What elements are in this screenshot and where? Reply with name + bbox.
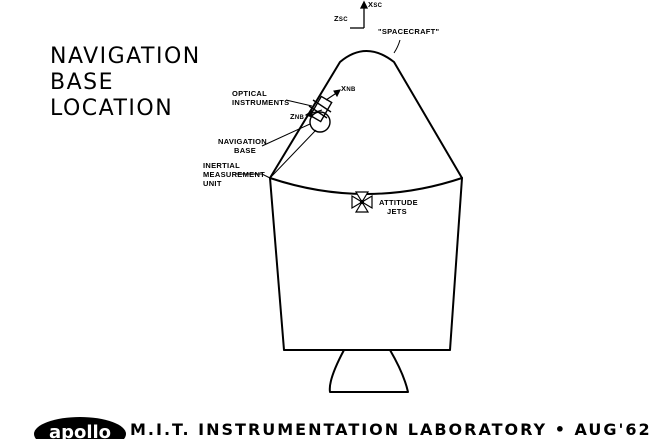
z-nb-arrow: [304, 109, 323, 118]
engine-bell: [328, 349, 409, 393]
command-module-outline: [269, 50, 463, 179]
spacecraft-drawing: [235, 0, 463, 393]
x-nb-label: Xnb: [341, 84, 356, 93]
spacecraft-axes: [350, 0, 369, 29]
spacecraft-label: "SPACECRAFT": [378, 27, 440, 36]
svg-text:apollo: apollo: [49, 422, 111, 439]
attitude-jets: [351, 191, 373, 213]
z-nb-label: Znb: [290, 112, 305, 121]
title-line-3: LOCATION: [50, 96, 174, 121]
z-sc-label: ZSC: [334, 14, 348, 23]
title-line-2: BASE: [50, 70, 115, 95]
x-sc-label: XSC: [368, 0, 383, 9]
apollo-logo: apollo: [34, 417, 126, 439]
title-line-1: NAVIGATION: [50, 44, 201, 69]
navigation-base: [309, 111, 331, 133]
lab-credit: M.I.T. INSTRUMENTATION LABORATORY • AUG'…: [130, 420, 652, 439]
leader-lines: [235, 99, 317, 179]
service-module-outline: [269, 177, 463, 351]
footer: apollo M.I.T. INSTRUMENTATION LABORATORY…: [0, 408, 650, 439]
x-nb-arrow: [325, 89, 341, 101]
